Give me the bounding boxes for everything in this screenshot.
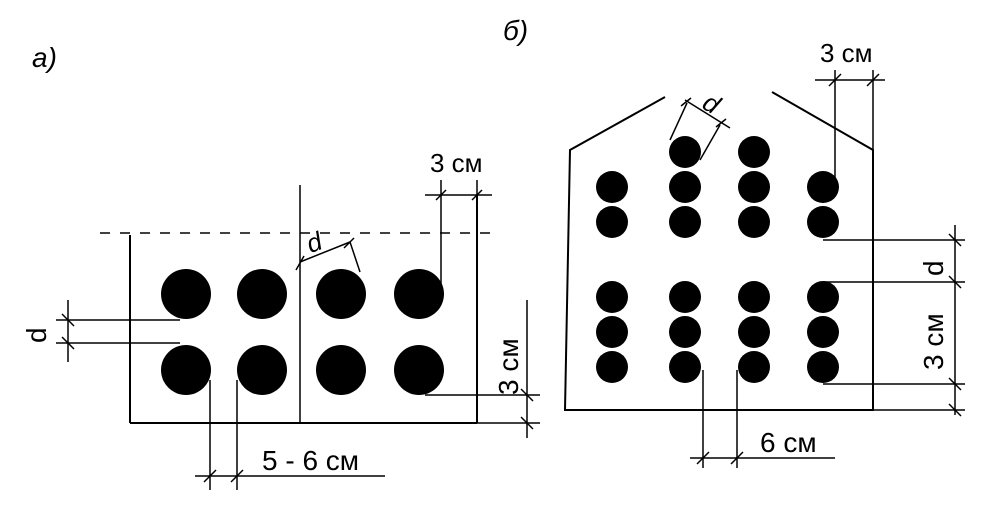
beam-b-outline <box>563 91 874 411</box>
dimension-diameter-a-label: d <box>302 225 327 259</box>
dimension-cover-top-b-label: 3 см <box>820 38 873 68</box>
panel-b: б) <box>503 15 965 468</box>
rebar <box>161 269 211 319</box>
rebar <box>669 316 701 348</box>
rebar <box>394 269 444 319</box>
panel-a-label: а) <box>32 42 57 73</box>
rebar <box>669 171 701 203</box>
dimension-spacing-b <box>690 370 835 468</box>
dimension-diameter-b-label: d <box>698 87 727 121</box>
panel-b-label: б) <box>503 15 528 46</box>
rebar <box>807 281 839 313</box>
rebar <box>807 316 839 348</box>
rebar <box>316 345 366 395</box>
rebar <box>669 136 701 168</box>
dimension-cover-right-a-label: 3 см <box>493 338 524 395</box>
dimension-cover-right-a <box>425 300 540 438</box>
rebar <box>807 171 839 203</box>
dimension-cover-right-b <box>823 377 965 417</box>
rebar-group-a <box>161 269 444 395</box>
rebar <box>738 136 770 168</box>
rebar <box>316 269 366 319</box>
rebar <box>237 345 287 395</box>
rebar <box>738 281 770 313</box>
rebar <box>738 206 770 238</box>
panel-a: а) 3 см <box>21 42 540 490</box>
rebar <box>596 281 628 313</box>
rebar <box>394 345 444 395</box>
dimension-gap-b <box>823 225 965 415</box>
dimension-cover-top-a <box>425 180 492 285</box>
rebar <box>738 316 770 348</box>
dimension-gap-b-label: d <box>918 260 949 276</box>
dimension-spacing-a <box>195 380 385 490</box>
dimension-cover-top-a-label: 3 см <box>430 148 483 178</box>
rebar <box>738 351 770 383</box>
dimension-cover-top-b <box>815 70 885 185</box>
rebar <box>669 281 701 313</box>
rebar <box>237 269 287 319</box>
rebar <box>669 351 701 383</box>
rebar <box>669 206 701 238</box>
rebar <box>807 206 839 238</box>
dimension-gap-a-label: d <box>21 327 52 343</box>
rebar <box>596 316 628 348</box>
dimension-gap-a <box>56 300 180 362</box>
dimension-diameter-a <box>295 237 361 273</box>
rebar <box>161 345 211 395</box>
dimension-spacing-b-label: 6 см <box>760 427 817 458</box>
rebar <box>596 171 628 203</box>
rebar <box>807 351 839 383</box>
rebar-group-b <box>596 136 839 383</box>
dimension-cover-right-b-label: 3 см <box>918 313 949 370</box>
rebar <box>596 351 628 383</box>
dimension-spacing-a-label: 5 - 6 см <box>262 445 359 476</box>
rebar <box>738 171 770 203</box>
rebar <box>596 206 628 238</box>
dimension-diameter-b <box>669 97 731 161</box>
